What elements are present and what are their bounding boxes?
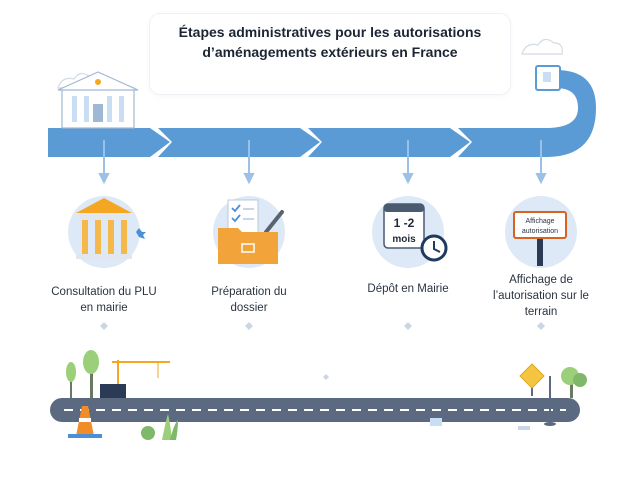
step-4-label-line-3: terrain xyxy=(524,306,558,318)
road-sign-icon xyxy=(519,363,556,426)
signboard-icon: Affichage autorisation xyxy=(505,196,577,268)
step-1-label-line-2: en mairie xyxy=(80,302,128,314)
town-hall-icon xyxy=(68,196,146,268)
cloud-right-icon xyxy=(521,38,563,55)
timeline-arrow xyxy=(48,65,596,157)
step-label-depot-mairie: Dépôt en Mairie xyxy=(348,281,468,297)
bushes-left-icon xyxy=(141,414,178,440)
diamond-markers xyxy=(100,322,545,380)
road xyxy=(50,398,580,422)
step-3-label-line-1: Dépôt en Mairie xyxy=(367,283,449,295)
road-marker-icon xyxy=(430,418,530,430)
title-card xyxy=(150,14,510,94)
traffic-cone-icon xyxy=(68,406,102,438)
town-hall-building-icon xyxy=(57,71,139,129)
step-1-label-line-1: Consultation du PLU xyxy=(51,286,157,298)
step-4-label-line-1: Affichage de xyxy=(509,274,573,286)
calendar-clock-icon: 1 -2 mois xyxy=(372,196,448,268)
step-2-label-line-1: Préparation du xyxy=(211,286,287,298)
trees-right-icon xyxy=(561,367,587,398)
folder-documents-icon xyxy=(213,196,285,268)
sign-text-line-2: autorisation xyxy=(522,228,558,235)
step-label-consultation-plu: Consultation du PLU en mairie xyxy=(44,284,164,316)
construction-crane-icon xyxy=(100,360,170,398)
sign-text-line-1: Affichage xyxy=(525,218,554,225)
step-label-preparation-dossier: Préparation du dossier xyxy=(194,284,304,316)
step-4-label-line-2: l’autorisation sur le xyxy=(493,290,589,302)
step-label-affichage: Affichage de l’autorisation sur le terra… xyxy=(478,272,604,320)
duration-badge-line-1: 1 -2 xyxy=(394,216,415,230)
page-title: Étapes administratives pour les autorisa… xyxy=(150,22,510,62)
trees-left-icon xyxy=(66,350,99,398)
page-title-line-1: Étapes administratives pour les autorisa… xyxy=(178,24,482,40)
duration-badge-line-2: mois xyxy=(392,234,416,245)
page-title-line-2: d’aménagements extérieurs en France xyxy=(202,44,458,60)
step-2-label-line-2: dossier xyxy=(230,302,268,314)
connectors xyxy=(98,140,547,185)
